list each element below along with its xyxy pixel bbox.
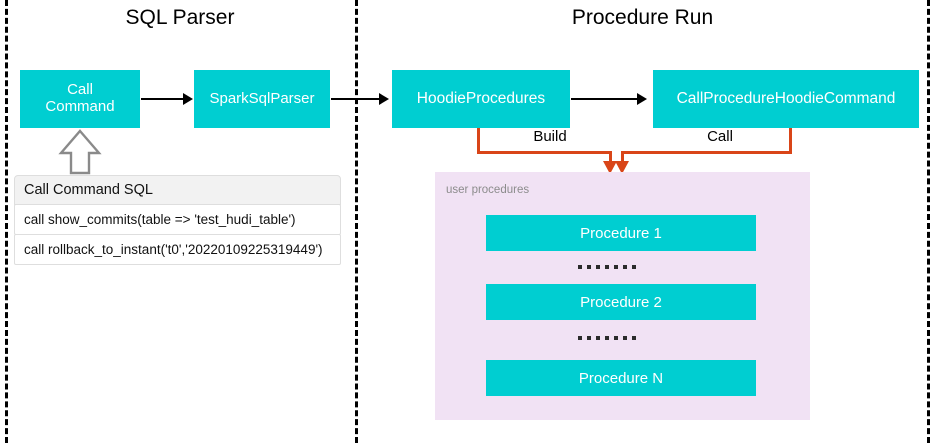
box-call-command[interactable]: Call Command [20,70,140,128]
arrow-procedures-to-command-line [571,98,639,100]
arrow-parser-to-procedures-head [379,93,389,105]
call-connector-vertical-right [789,128,792,154]
sql-table-row-2: call rollback_to_instant('t0','202201092… [14,234,341,265]
arrow-procedures-to-command-head [637,93,647,105]
build-connector-vertical-down [609,151,612,163]
section-title-sql-parser: SQL Parser [125,6,235,29]
call-connector-vertical-down [621,151,624,163]
box-spark-sql-parser[interactable]: SparkSqlParser [194,70,330,128]
procedure-item-2-label: Procedure 2 [580,293,662,311]
procedure-item-n-label: Procedure N [578,369,664,387]
procedure-item-1-label: Procedure 1 [580,224,662,242]
box-call-procedure-hoodie-command[interactable]: CallProcedureHoodieCommand [653,70,919,128]
procedure-item-2[interactable]: Procedure 2 [486,284,756,320]
divider-right [927,0,930,443]
call-connector-arrowhead [615,161,629,174]
box-call-procedure-hoodie-command-label: CallProcedureHoodieCommand [676,90,896,108]
box-hoodie-procedures[interactable]: HoodieProcedures [392,70,570,128]
arrow-call-to-parser-line [141,98,186,100]
box-spark-sql-parser-label: SparkSqlParser [209,89,315,107]
divider-left [5,0,8,443]
procedure-item-n[interactable]: Procedure N [486,360,756,396]
up-arrow-icon [58,129,102,175]
ellipsis-dots-2 [578,336,636,340]
user-procedures-label: user procedures [446,184,530,196]
section-title-procedure-run: Procedure Run [571,6,714,29]
build-connector-arrowhead [603,161,617,174]
build-connector-horizontal [477,151,612,154]
build-connector-vertical-left [477,128,480,154]
call-connector-label: Call [707,128,733,145]
procedure-item-1[interactable]: Procedure 1 [486,215,756,251]
sql-table-header: Call Command SQL [14,175,341,205]
sql-table: Call Command SQL call show_commits(table… [14,175,341,267]
arrow-parser-to-procedures-line [331,98,381,100]
ellipsis-dots-1 [578,265,636,269]
arrow-call-to-parser-head [183,93,193,105]
build-connector-label: Build [533,128,567,145]
divider-middle [355,0,358,443]
sql-table-row-1: call show_commits(table => 'test_hudi_ta… [14,204,341,235]
box-call-command-label: Call Command [45,81,115,115]
call-connector-horizontal [621,151,792,154]
box-hoodie-procedures-label: HoodieProcedures [416,90,546,108]
